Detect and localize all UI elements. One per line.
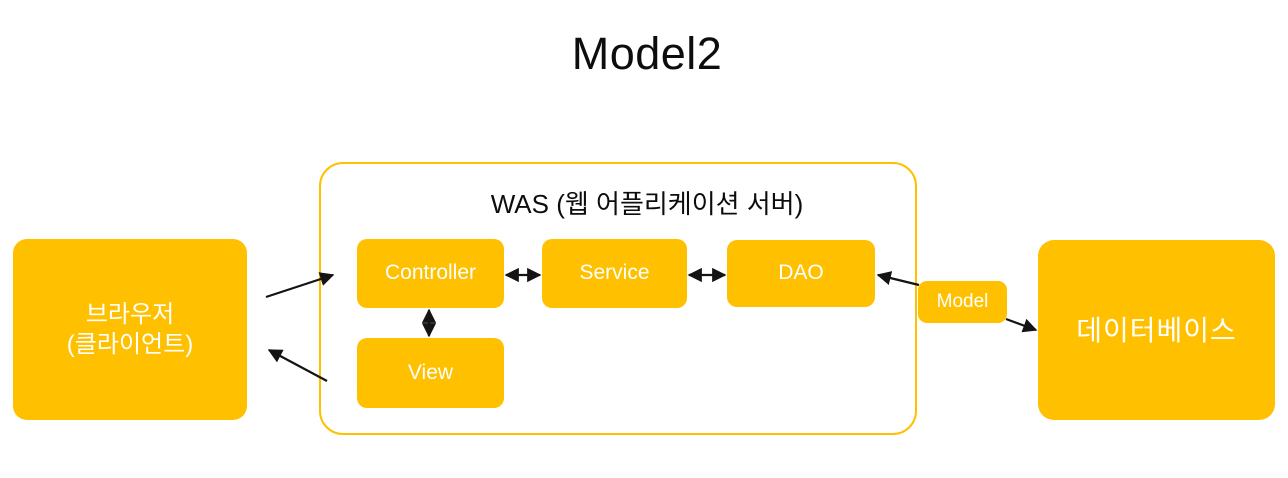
arrow-model-to-database — [1005, 317, 1038, 333]
node-browser-label-line1: 브라우저 — [85, 300, 175, 328]
was-container — [319, 162, 917, 435]
node-service-label: Service — [579, 261, 650, 285]
node-dao: DAO — [727, 240, 875, 307]
node-view: View — [357, 338, 504, 408]
node-view-label: View — [407, 360, 454, 384]
node-model-label: Model — [936, 291, 989, 313]
node-database-label: 데이터베이스 — [1076, 314, 1237, 346]
node-browser-label-line2: (클라이언트) — [66, 330, 194, 358]
node-service: Service — [542, 239, 687, 308]
node-controller: Controller — [357, 239, 504, 308]
node-controller-label: Controller — [384, 261, 477, 285]
node-model: Model — [918, 281, 1007, 323]
node-browser: 브라우저 (클라이언트) — [13, 239, 247, 420]
was-label: WAS (웹 어플리케이션 서버) — [490, 189, 804, 219]
node-database: 데이터베이스 — [1038, 240, 1275, 420]
node-dao-label: DAO — [778, 261, 824, 285]
page-title: Model2 — [571, 28, 723, 79]
